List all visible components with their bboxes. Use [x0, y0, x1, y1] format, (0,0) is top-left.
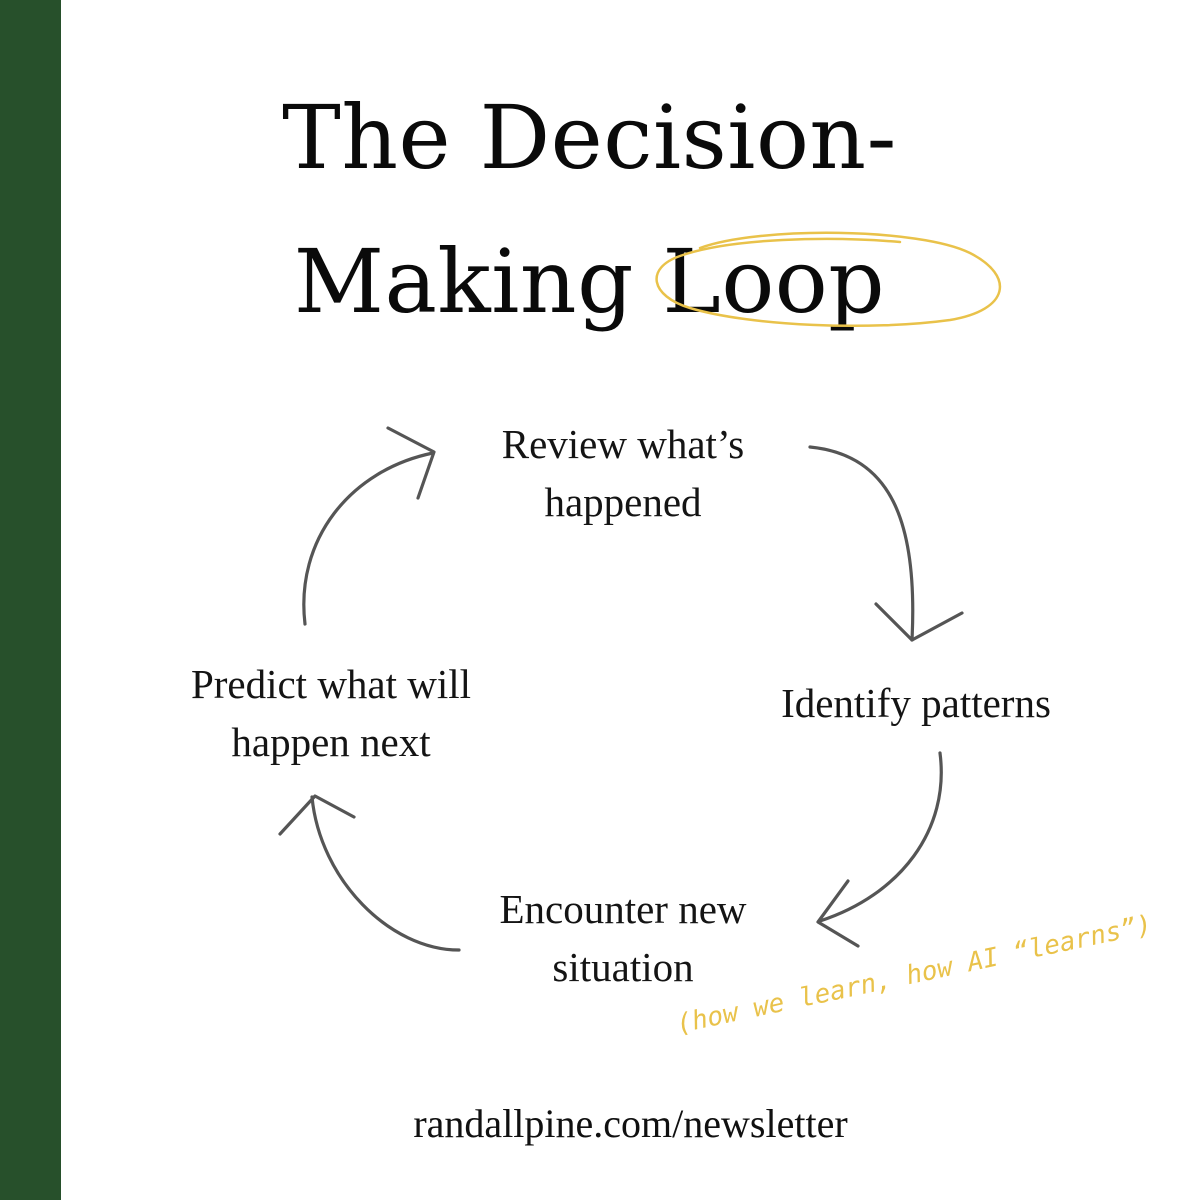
arrow-identify-to-encounter — [818, 751, 943, 923]
newsletter-url[interactable]: randallpine.com/newsletter — [413, 1101, 848, 1146]
title-line-1: The Decision- — [282, 86, 897, 189]
step-predict-line2: happen next — [231, 719, 431, 765]
step-identify: Identify patterns — [716, 674, 1116, 732]
side-accent-bar — [0, 0, 61, 1200]
arrowhead-identify — [874, 602, 964, 642]
step-encounter-line1: Encounter new — [499, 886, 747, 932]
step-identify-line1: Identify patterns — [781, 680, 1051, 726]
step-encounter: Encounter new situation — [423, 880, 823, 996]
step-predict: Predict what will happen next — [131, 655, 531, 771]
step-review-line1: Review what’s — [501, 421, 745, 467]
arrowhead-predict — [278, 794, 356, 836]
arrow-predict-to-review — [302, 451, 435, 626]
step-predict-line1: Predict what will — [190, 661, 472, 707]
title-making: Making — [293, 230, 663, 333]
step-review-line2: happened — [544, 479, 702, 525]
arrow-review-to-identify — [808, 445, 915, 642]
title-line-2: Making Loop — [20, 238, 1159, 326]
arrowhead-encounter — [816, 879, 860, 948]
title-loop: Loop — [662, 230, 886, 333]
step-review: Review what’s happened — [423, 415, 823, 531]
step-encounter-line2: situation — [552, 944, 694, 990]
